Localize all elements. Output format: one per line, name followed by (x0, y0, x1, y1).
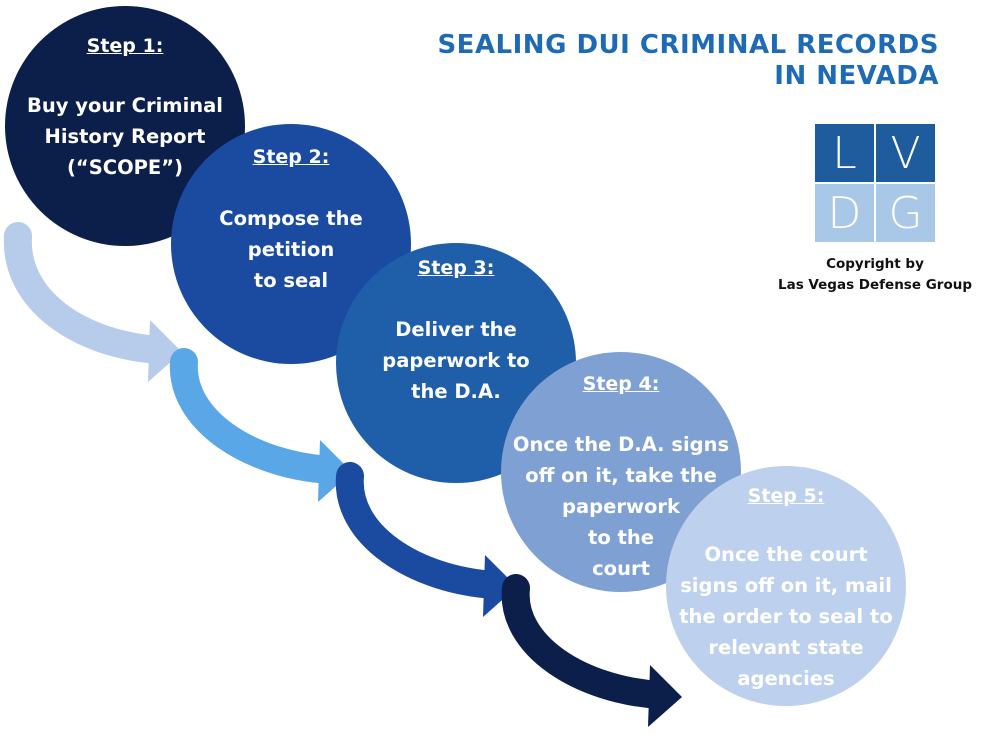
logo-letter-v: V (876, 124, 935, 182)
step-2-line-3: to seal (253, 269, 329, 292)
step-1-line-2: History Report (44, 125, 206, 148)
step-3-label: Step 3: (417, 257, 495, 279)
copyright-notice: Copyright by Las Vegas Defense Group (760, 254, 987, 296)
step-5-line-3: the order to seal to (679, 605, 893, 628)
curved-arrow-2 (169, 348, 352, 502)
step-1-text: Buy your Criminal History Report (“SCOPE… (15, 90, 235, 183)
step-4-label: Step 4: (582, 373, 660, 395)
step-4-line-2: off on it, take the (525, 464, 717, 487)
step-5-line-2: signs off on it, mail (680, 574, 892, 597)
step-1-label: Step 1: (86, 35, 164, 57)
step-2-line-1: Compose the (219, 207, 363, 230)
step-3-line-1: Deliver the (395, 318, 517, 341)
step-2-line-2: petition (247, 238, 335, 261)
step-5-text: Once the court signs off on it, mail the… (671, 539, 901, 694)
step-5-label: Step 5: (747, 485, 825, 507)
step-3-line-3: the D.A. (411, 380, 501, 403)
step-1-line-1: Buy your Criminal (27, 94, 223, 117)
step-4-line-3: paperwork (562, 495, 680, 518)
step-1-circle: Step 1: Buy your Criminal History Report… (5, 6, 245, 246)
step-4-text: Once the D.A. signs off on it, take the … (506, 429, 736, 584)
step-5-circle: Step 5: Once the court signs off on it, … (666, 466, 906, 706)
logo-letter-d: D (815, 184, 874, 242)
curved-arrow-4 (501, 574, 682, 727)
page-title: SEALING DUI CRIMINAL RECORDS IN NEVADA (437, 30, 939, 92)
step-1-line-3: (“SCOPE”) (66, 156, 183, 179)
title-line-2: IN NEVADA (774, 61, 939, 91)
step-5-line-5: agencies (737, 667, 835, 690)
curved-arrow-1 (3, 222, 182, 382)
step-4-line-5: court (592, 557, 650, 580)
logo-letter-g: G (876, 184, 935, 242)
copyright-line-1: Copyright by (826, 256, 924, 272)
step-4-circle: Step 4: Once the D.A. signs off on it, t… (501, 352, 741, 592)
step-5-line-1: Once the court (704, 543, 868, 566)
lvdg-logo: L V D G (815, 124, 935, 242)
step-2-text: Compose the petition to seal (181, 203, 401, 296)
curved-arrow-3 (335, 462, 517, 617)
title-line-1: SEALING DUI CRIMINAL RECORDS (437, 30, 939, 60)
step-5-line-4: relevant state (708, 636, 864, 659)
step-3-line-2: paperwork to (382, 349, 530, 372)
step-4-line-1: Once the D.A. signs (512, 433, 730, 456)
step-2-label: Step 2: (252, 146, 330, 168)
logo-letter-l: L (815, 124, 874, 182)
step-3-text: Deliver the paperwork to the D.A. (346, 314, 566, 407)
step-4-line-4: to the (588, 526, 654, 549)
copyright-line-2: Las Vegas Defense Group (777, 277, 972, 293)
